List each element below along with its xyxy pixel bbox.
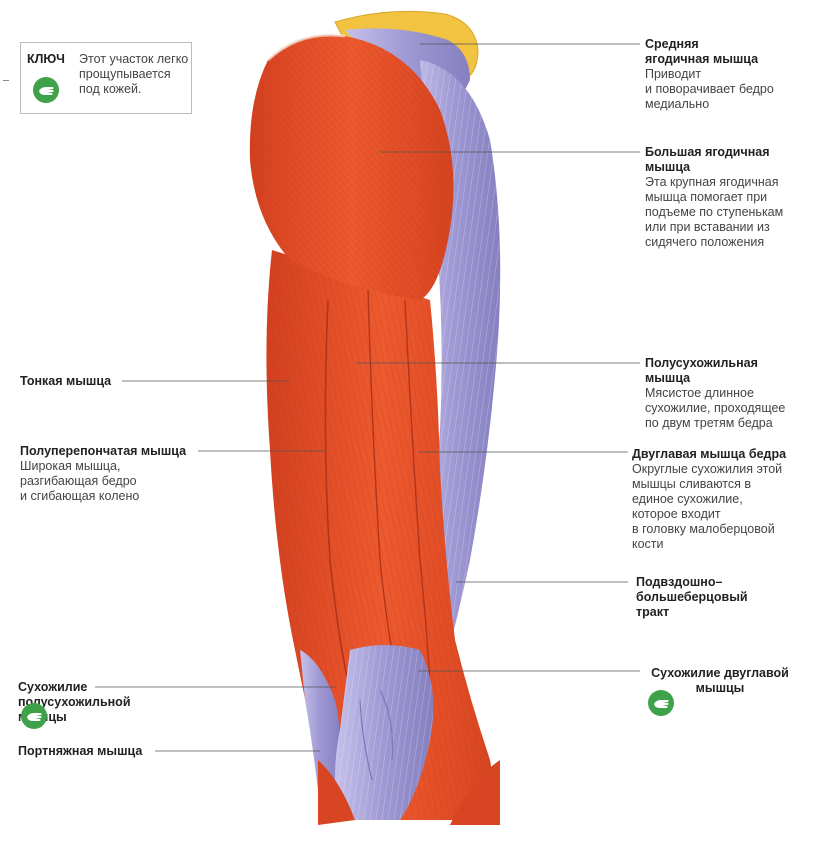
palpation-hand-icon: [21, 703, 47, 729]
margin-mark: [3, 80, 9, 81]
label-semitendinosus-tendon: Сухожилие полусухожильной мышцы: [18, 680, 131, 724]
knee-tendons-shape: [300, 650, 340, 790]
palpation-hand-icon: [33, 77, 59, 103]
key-text: Этот участок легко прощупывается под кож…: [79, 52, 189, 96]
label-semitendinosus: Полусухожильная мышца Мясистое длинное с…: [645, 356, 786, 430]
palpation-hand-icon: [648, 690, 674, 716]
label-semimembranosus: Полуперепончатая мышца Широкая мышца, ра…: [20, 444, 187, 503]
label-biceps-femoris: Двуглавая мышца бедра Округлые сухожилия…: [632, 447, 787, 551]
label-it-tract: Подвздошно– большеберцовый тракт: [636, 575, 748, 619]
calf-shape: [318, 760, 500, 825]
label-gracilis: Тонкая мышца: [20, 374, 112, 388]
label-gluteus-medius: Средняя ягодичная мышца Приводит и повор…: [645, 37, 774, 111]
label-sartorius: Портняжная мышца: [18, 744, 143, 758]
key-box: КЛЮЧ Этот участок легко прощупывается по…: [20, 42, 192, 114]
label-gluteus-maximus: Большая ягодичная мышца Эта крупная ягод…: [645, 145, 784, 249]
key-title: КЛЮЧ: [27, 52, 65, 66]
label-biceps-tendon: Сухожилие двуглавой мышцы: [651, 666, 789, 695]
